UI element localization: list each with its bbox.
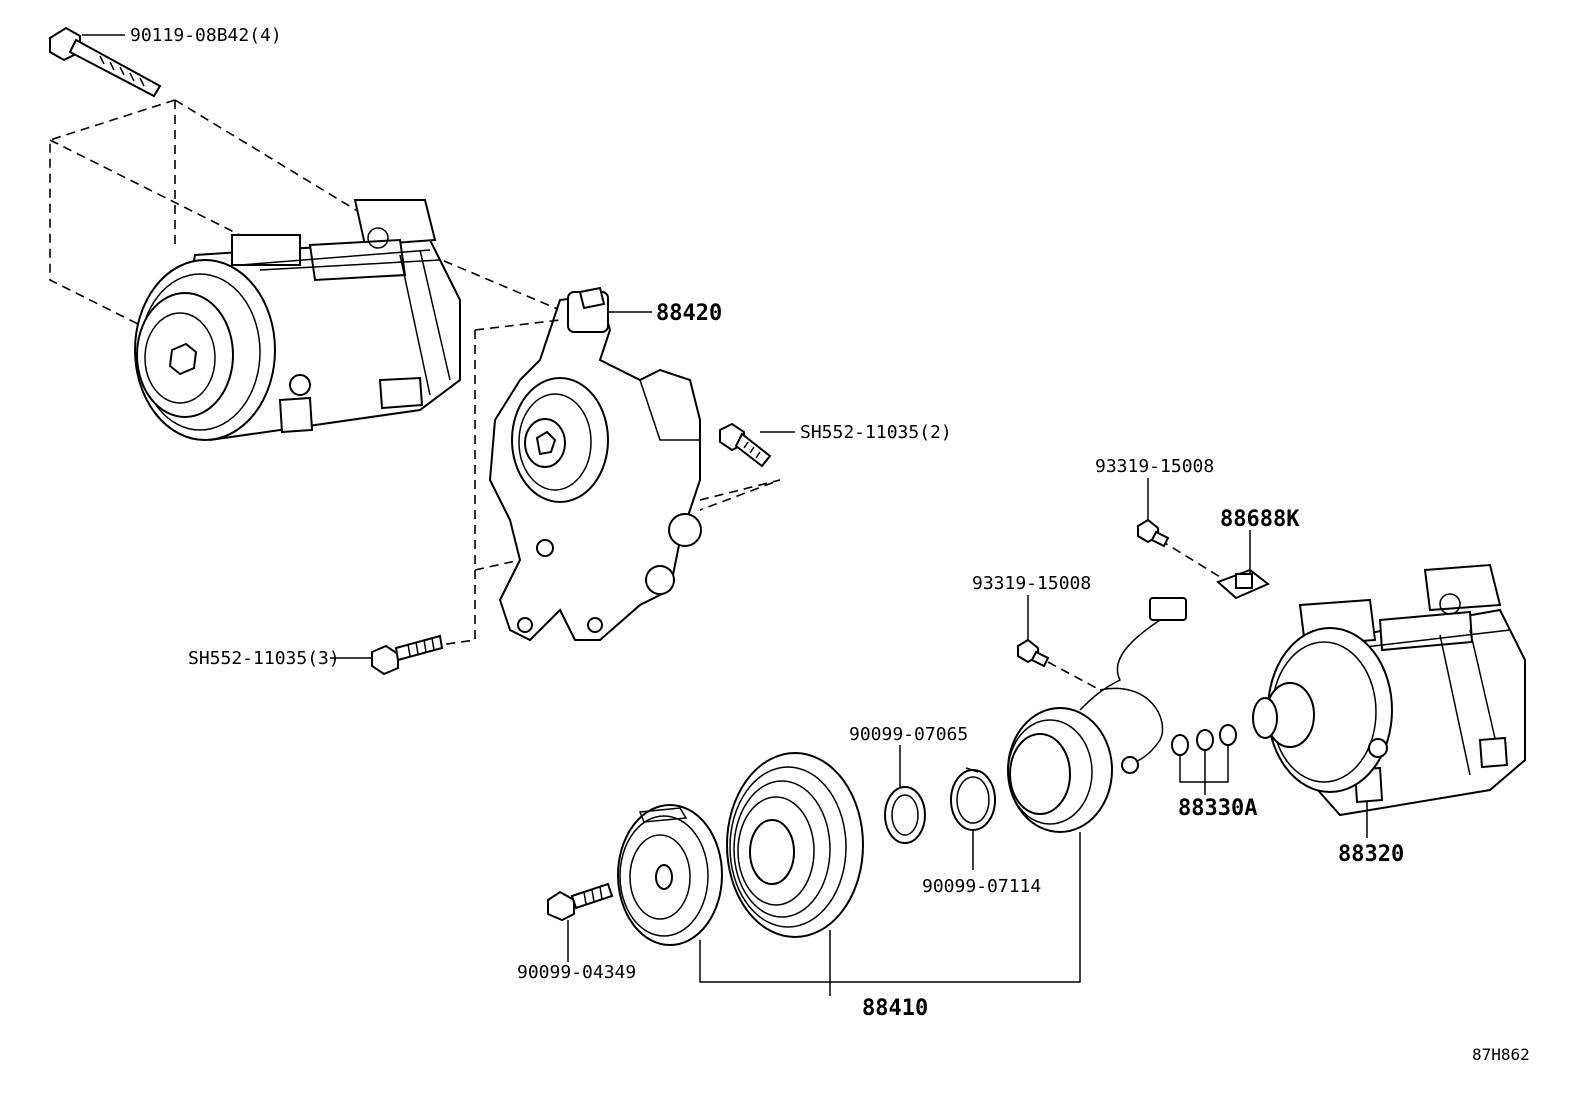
bolt-right-part[interactable] bbox=[719, 422, 772, 468]
label-bracket: 88420 bbox=[656, 301, 722, 326]
snap-ring-b-part[interactable] bbox=[950, 767, 996, 831]
compressor-lower-part[interactable] bbox=[1252, 563, 1526, 817]
label-sensor: 88688K bbox=[1220, 507, 1300, 532]
field-coil-part[interactable] bbox=[1007, 597, 1187, 833]
bolt-left-part[interactable] bbox=[371, 634, 444, 676]
label-snap-ring-a: 90099-07065 bbox=[849, 724, 968, 745]
label-screw-a: 93319-15008 bbox=[1095, 456, 1214, 477]
label-shims: 88330A bbox=[1178, 796, 1257, 821]
bracket-part[interactable] bbox=[488, 286, 702, 642]
label-bolt-left: SH552-11035(3) bbox=[188, 648, 340, 669]
alignment-lines-bracket bbox=[439, 319, 781, 646]
label-compressor: 88320 bbox=[1338, 842, 1404, 867]
screw-upper-part[interactable] bbox=[1137, 518, 1170, 548]
label-bolt-top: 90119-08B42(4) bbox=[130, 25, 282, 46]
clutch-kit-leader bbox=[699, 832, 1081, 996]
screw-lower-part[interactable] bbox=[1017, 638, 1050, 668]
label-clutch-kit: 88410 bbox=[862, 996, 928, 1021]
pressure-plate-part[interactable] bbox=[617, 804, 723, 946]
compressor-upper-illustration bbox=[134, 199, 461, 442]
diagram-id: 87H862 bbox=[1472, 1045, 1530, 1064]
label-pulley-bolt: 90099-04349 bbox=[517, 962, 636, 983]
snap-ring-a-part[interactable] bbox=[884, 786, 926, 844]
label-snap-ring-b: 90099-07114 bbox=[922, 876, 1041, 897]
sensor-part[interactable] bbox=[1216, 568, 1270, 600]
shims-leader bbox=[1179, 745, 1229, 795]
label-screw-b: 93319-15008 bbox=[972, 573, 1091, 594]
pulley-part[interactable] bbox=[726, 752, 864, 938]
long-bolt-part[interactable] bbox=[49, 26, 162, 98]
alignment-line-screw bbox=[1047, 661, 1101, 691]
alignment-line-sensor bbox=[1159, 539, 1226, 581]
shims-part[interactable] bbox=[1171, 724, 1237, 756]
label-bolt-right: SH552-11035(2) bbox=[800, 422, 952, 443]
pulley-bolt-part[interactable] bbox=[547, 882, 614, 922]
